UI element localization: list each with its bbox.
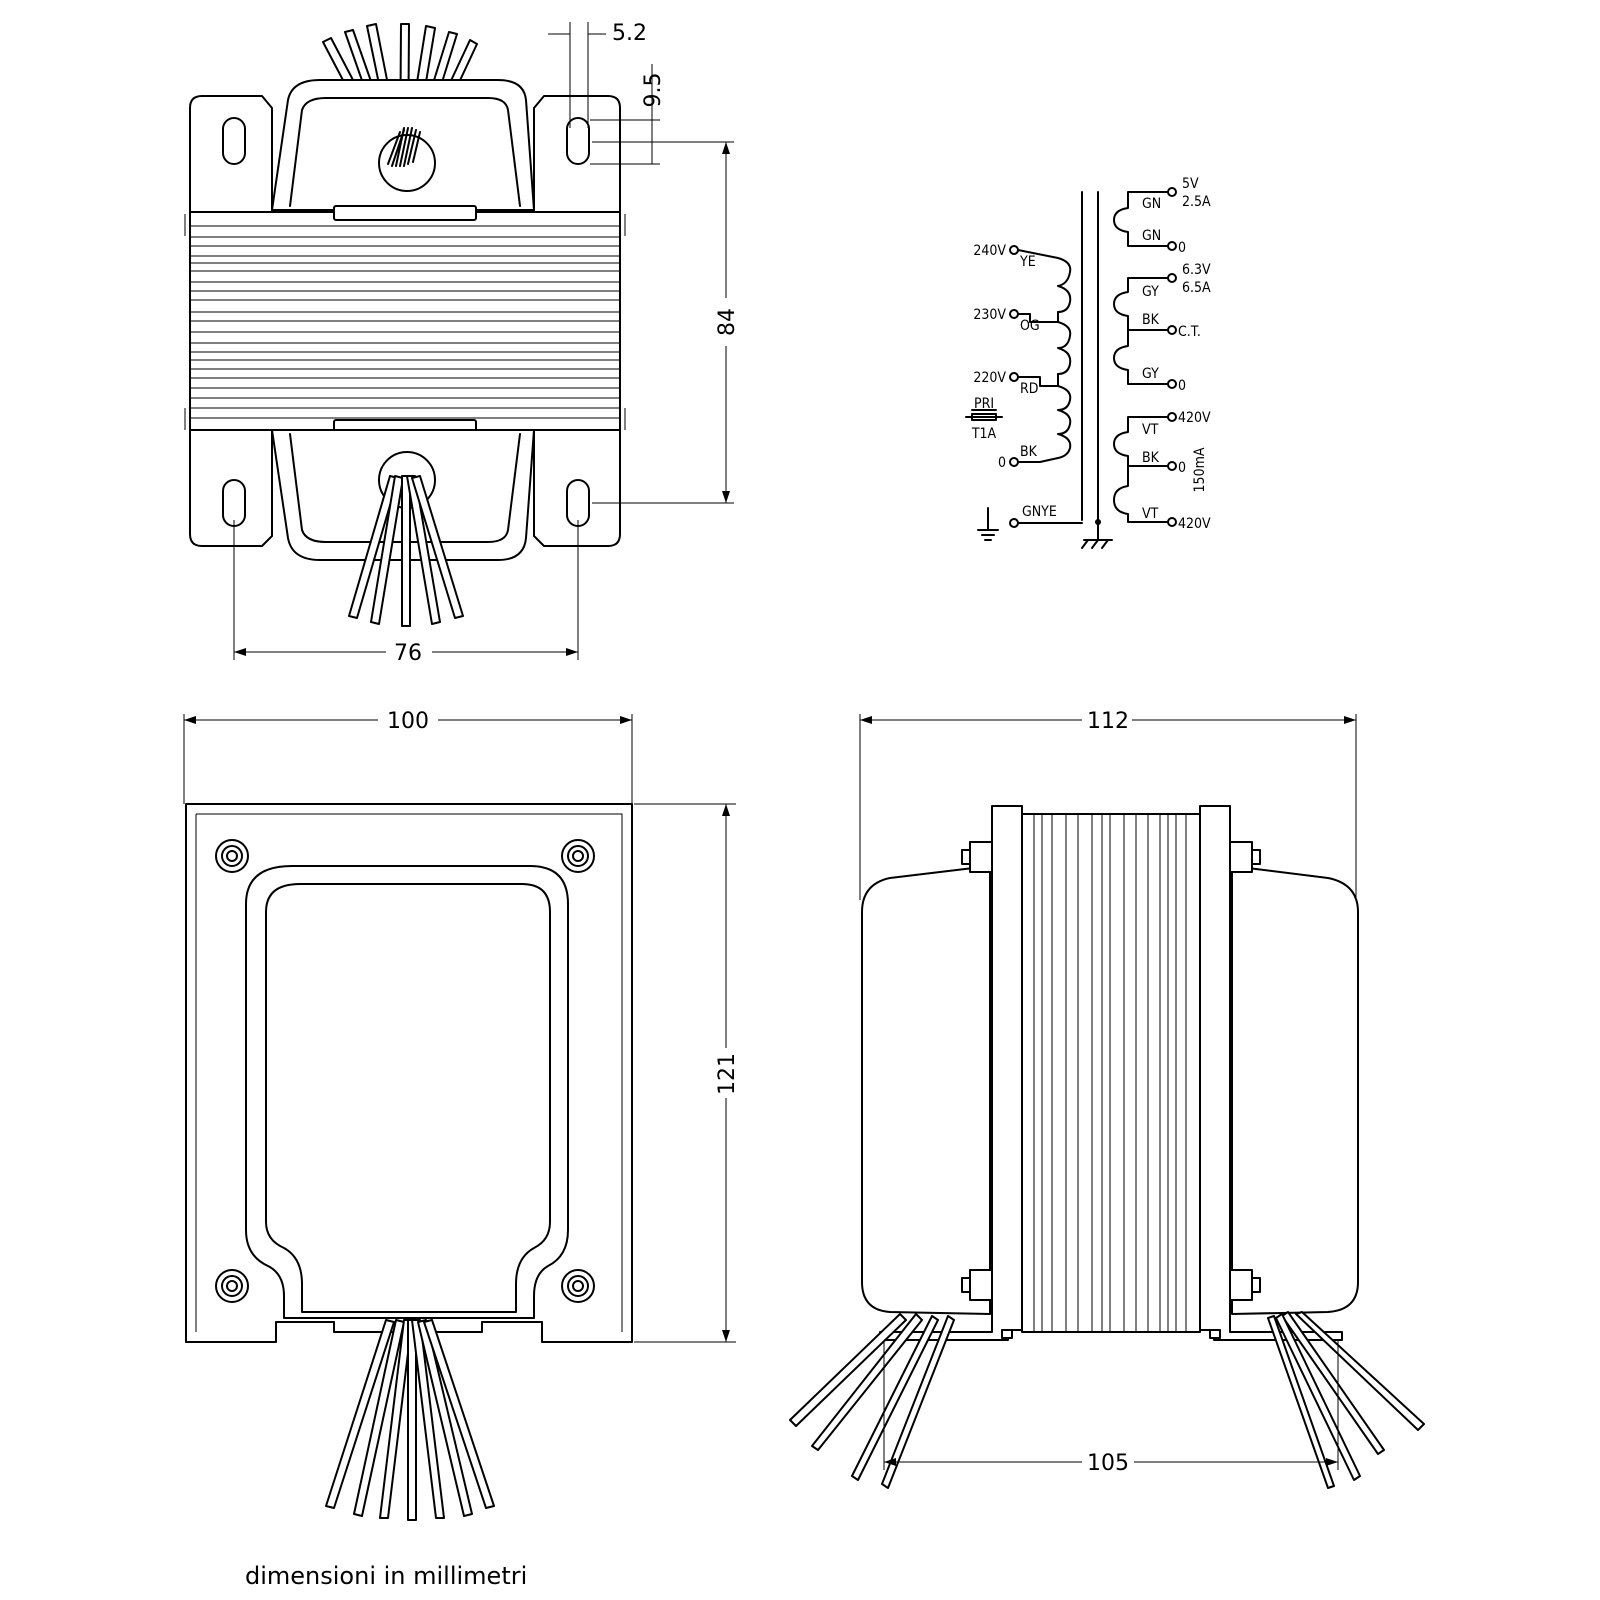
mount-slot (222, 479, 246, 527)
sec-5v-end: 0 (1178, 240, 1186, 256)
front-nut (561, 1269, 595, 1303)
primary-winding: 240V 230V 220V 0 YE OG RD BK PRI T1A GNY… (965, 243, 1083, 541)
side-nut (1229, 1269, 1261, 1301)
sec-6v3-ct: C.T. (1178, 324, 1201, 340)
secondary-hv: VT BK VT 420V 0 420V 150mA (1113, 410, 1211, 532)
wire-bk: BK (1020, 444, 1038, 460)
wire-gnye: GNYE (1022, 504, 1057, 520)
side-bell-right (1231, 865, 1359, 1315)
sec-5v-current: 2.5A (1182, 194, 1211, 210)
tap-220v: 220V (973, 370, 1006, 386)
front-wires (325, 1319, 495, 1521)
wire-gy-bottom: GY (1142, 366, 1159, 382)
secondary-6v3: GY BK GY 6.3V 6.5A C.T. 0 (1113, 262, 1211, 394)
wire-gn-top: GN (1142, 196, 1161, 212)
front-nut (215, 1269, 249, 1303)
mount-slot (566, 479, 590, 527)
dim-slot: 5.2 9.5 (548, 21, 666, 165)
secondary-5v: GN GN 5V 2.5A 0 (1113, 176, 1211, 256)
tap-230v: 230V (973, 307, 1006, 323)
front-nut (215, 839, 249, 873)
wire-bk-hv: BK (1142, 450, 1160, 466)
dim-76: 76 (233, 520, 579, 666)
side-view: 112 105 (789, 709, 1425, 1489)
wire-gn-bottom: GN (1142, 228, 1161, 244)
front-nut (561, 839, 595, 873)
dim-112-label: 112 (1087, 709, 1129, 734)
fuse-label: PRI (974, 396, 994, 412)
mount-slot (222, 117, 246, 165)
top-view (184, 23, 626, 627)
side-laminations (1021, 813, 1201, 1333)
front-view: 100 121 (183, 709, 740, 1521)
sec-hv-ct: 0 (1178, 460, 1186, 476)
side-nut (1229, 841, 1261, 873)
fuse-rating: T1A (971, 426, 997, 442)
ground-icon (977, 507, 999, 541)
sec-hv-bottom: 420V (1178, 516, 1211, 532)
wire-gy-top: GY (1142, 284, 1159, 300)
lamination-lines (190, 225, 620, 419)
dim-84-label: 84 (715, 308, 740, 336)
dim-105-label: 105 (1087, 1451, 1129, 1476)
dim-slot-width: 5.2 (612, 21, 647, 46)
sec-6v3-end: 0 (1178, 378, 1186, 394)
bell-outline-inner (265, 883, 551, 1313)
caption: dimensioni in millimetri (245, 1562, 527, 1590)
dim-100-label: 100 (387, 709, 429, 734)
mount-slot (566, 117, 590, 165)
wiring-schematic: 240V 230V 220V 0 YE OG RD BK PRI T1A GNY… (965, 176, 1211, 549)
side-nut (961, 1269, 993, 1301)
wire-ye: YE (1019, 254, 1036, 270)
bell-outline-outer (245, 865, 569, 1319)
side-nut (961, 841, 993, 873)
wire-og: OG (1020, 318, 1040, 334)
wire-vt-top: VT (1142, 422, 1159, 438)
wire-rd: RD (1020, 381, 1038, 397)
top-view-wires-lower (348, 475, 464, 627)
wire-bk-ct: BK (1142, 312, 1160, 328)
tap-240v: 240V (973, 243, 1006, 259)
side-wires-left (789, 1313, 955, 1489)
sec-hv-top: 420V (1178, 410, 1211, 426)
dim-76-label: 76 (394, 641, 422, 666)
side-bell-left (861, 865, 991, 1315)
sec-6v3-current: 6.5A (1182, 280, 1211, 296)
sec-hv-current: 150mA (1192, 447, 1208, 492)
side-bracket-right (1199, 805, 1343, 1341)
dim-slot-length: 9.5 (641, 73, 666, 108)
wire-vt-bottom: VT (1142, 506, 1159, 522)
tap-0: 0 (998, 455, 1006, 471)
dim-121-label: 121 (715, 1053, 740, 1095)
sec-5v-voltage: 5V (1182, 176, 1199, 192)
side-wires-right (1267, 1311, 1425, 1489)
dim-84: 84 (592, 141, 740, 504)
sec-6v3-voltage: 6.3V (1182, 262, 1211, 278)
